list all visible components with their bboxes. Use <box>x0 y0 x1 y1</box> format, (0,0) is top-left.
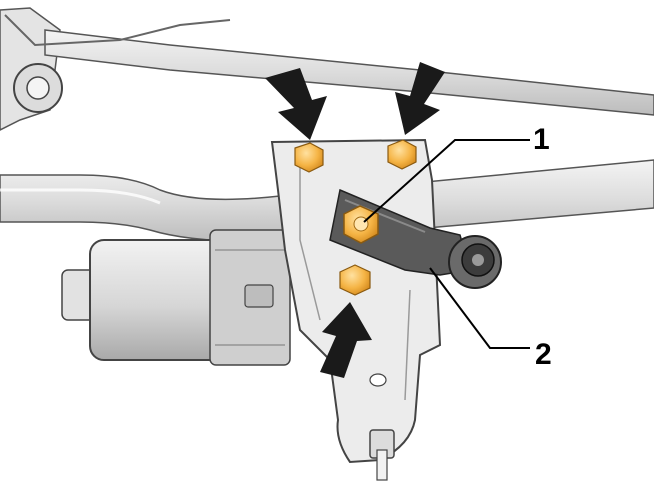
leader-line-1 <box>363 139 530 223</box>
frame-tube-highlight <box>0 188 161 205</box>
linkage-rod <box>44 29 654 116</box>
bracket-hole <box>369 373 387 387</box>
bolt-top-left <box>294 142 324 173</box>
up-arrow-icon <box>320 302 372 378</box>
pivot-bore <box>26 76 50 100</box>
arrows <box>265 62 445 378</box>
bracket-fold-line <box>299 160 321 321</box>
upper-linkage <box>0 7 654 131</box>
leader-line-2 <box>429 267 530 349</box>
bracket-plate <box>270 138 442 464</box>
fasteners <box>294 139 417 296</box>
connector-clip <box>244 284 274 308</box>
callout-label-2: 2 <box>535 338 552 371</box>
crank-nut <box>343 205 379 244</box>
crank-arm-highlight <box>344 199 426 233</box>
linkage-edge <box>4 14 231 47</box>
down-arrow-icon <box>395 62 445 135</box>
bolt-lower <box>339 264 371 296</box>
callout-label-1: 1 <box>533 123 550 156</box>
leader-lines <box>363 139 530 349</box>
ball-joint-center <box>472 254 484 266</box>
mounting-bracket <box>270 138 442 481</box>
down-arrow-icon <box>265 68 327 140</box>
bracket-fold-line <box>404 289 411 401</box>
lower-stud-thread <box>376 449 388 481</box>
bolt-top-right <box>387 139 417 170</box>
wiper-motor <box>61 229 291 366</box>
